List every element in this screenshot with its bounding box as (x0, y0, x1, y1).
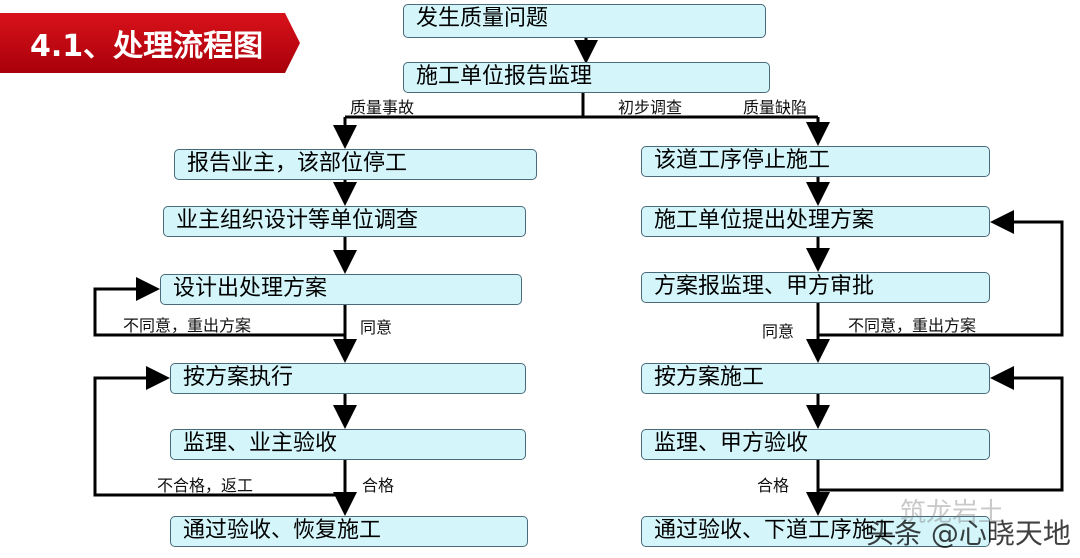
page-title: 4.1、处理流程图 (30, 29, 264, 64)
label-quality-accident: 质量事故 (350, 98, 415, 117)
left-step-1: 报告业主，该部位停工 (174, 149, 537, 180)
label-left-agree: 同意 (360, 318, 393, 337)
right-step-1: 该道工序停止施工 (641, 146, 990, 177)
box-quality-issue: 发生质量问题 (403, 4, 766, 38)
label-quality-defect: 质量缺陷 (743, 98, 808, 117)
left-step-4: 按方案执行 (170, 363, 526, 394)
right-step-3: 方案报监理、甲方审批 (641, 272, 990, 303)
left-step-3: 设计出处理方案 (160, 274, 522, 305)
label-left-disagree: 不同意，重出方案 (123, 316, 252, 335)
label-right-pass: 合格 (757, 476, 790, 495)
left-step-6: 通过验收、恢复施工 (170, 516, 528, 547)
box-report-supervisor: 施工单位报告监理 (403, 62, 770, 93)
left-step-2: 业主组织设计等单位调查 (163, 206, 526, 237)
left-step-5: 监理、业主验收 (170, 429, 526, 460)
label-preliminary-survey: 初步调查 (618, 98, 683, 117)
watermark-logo: 筑龙岩土 (900, 498, 1005, 528)
right-step-4: 按方案施工 (641, 363, 990, 394)
label-left-pass: 合格 (362, 476, 395, 495)
watermark-source: 头条 @心晓天地 (866, 517, 1071, 550)
right-step-6: 通过验收、下道工序施工 (641, 516, 990, 547)
title-banner: 4.1、处理流程图 (0, 13, 300, 73)
right-step-2: 施工单位提出处理方案 (641, 206, 990, 237)
label-right-agree: 同意 (762, 322, 795, 341)
label-left-fail: 不合格，返工 (157, 476, 254, 495)
label-right-disagree: 不同意，重出方案 (848, 316, 977, 335)
right-step-5: 监理、甲方验收 (641, 429, 990, 460)
